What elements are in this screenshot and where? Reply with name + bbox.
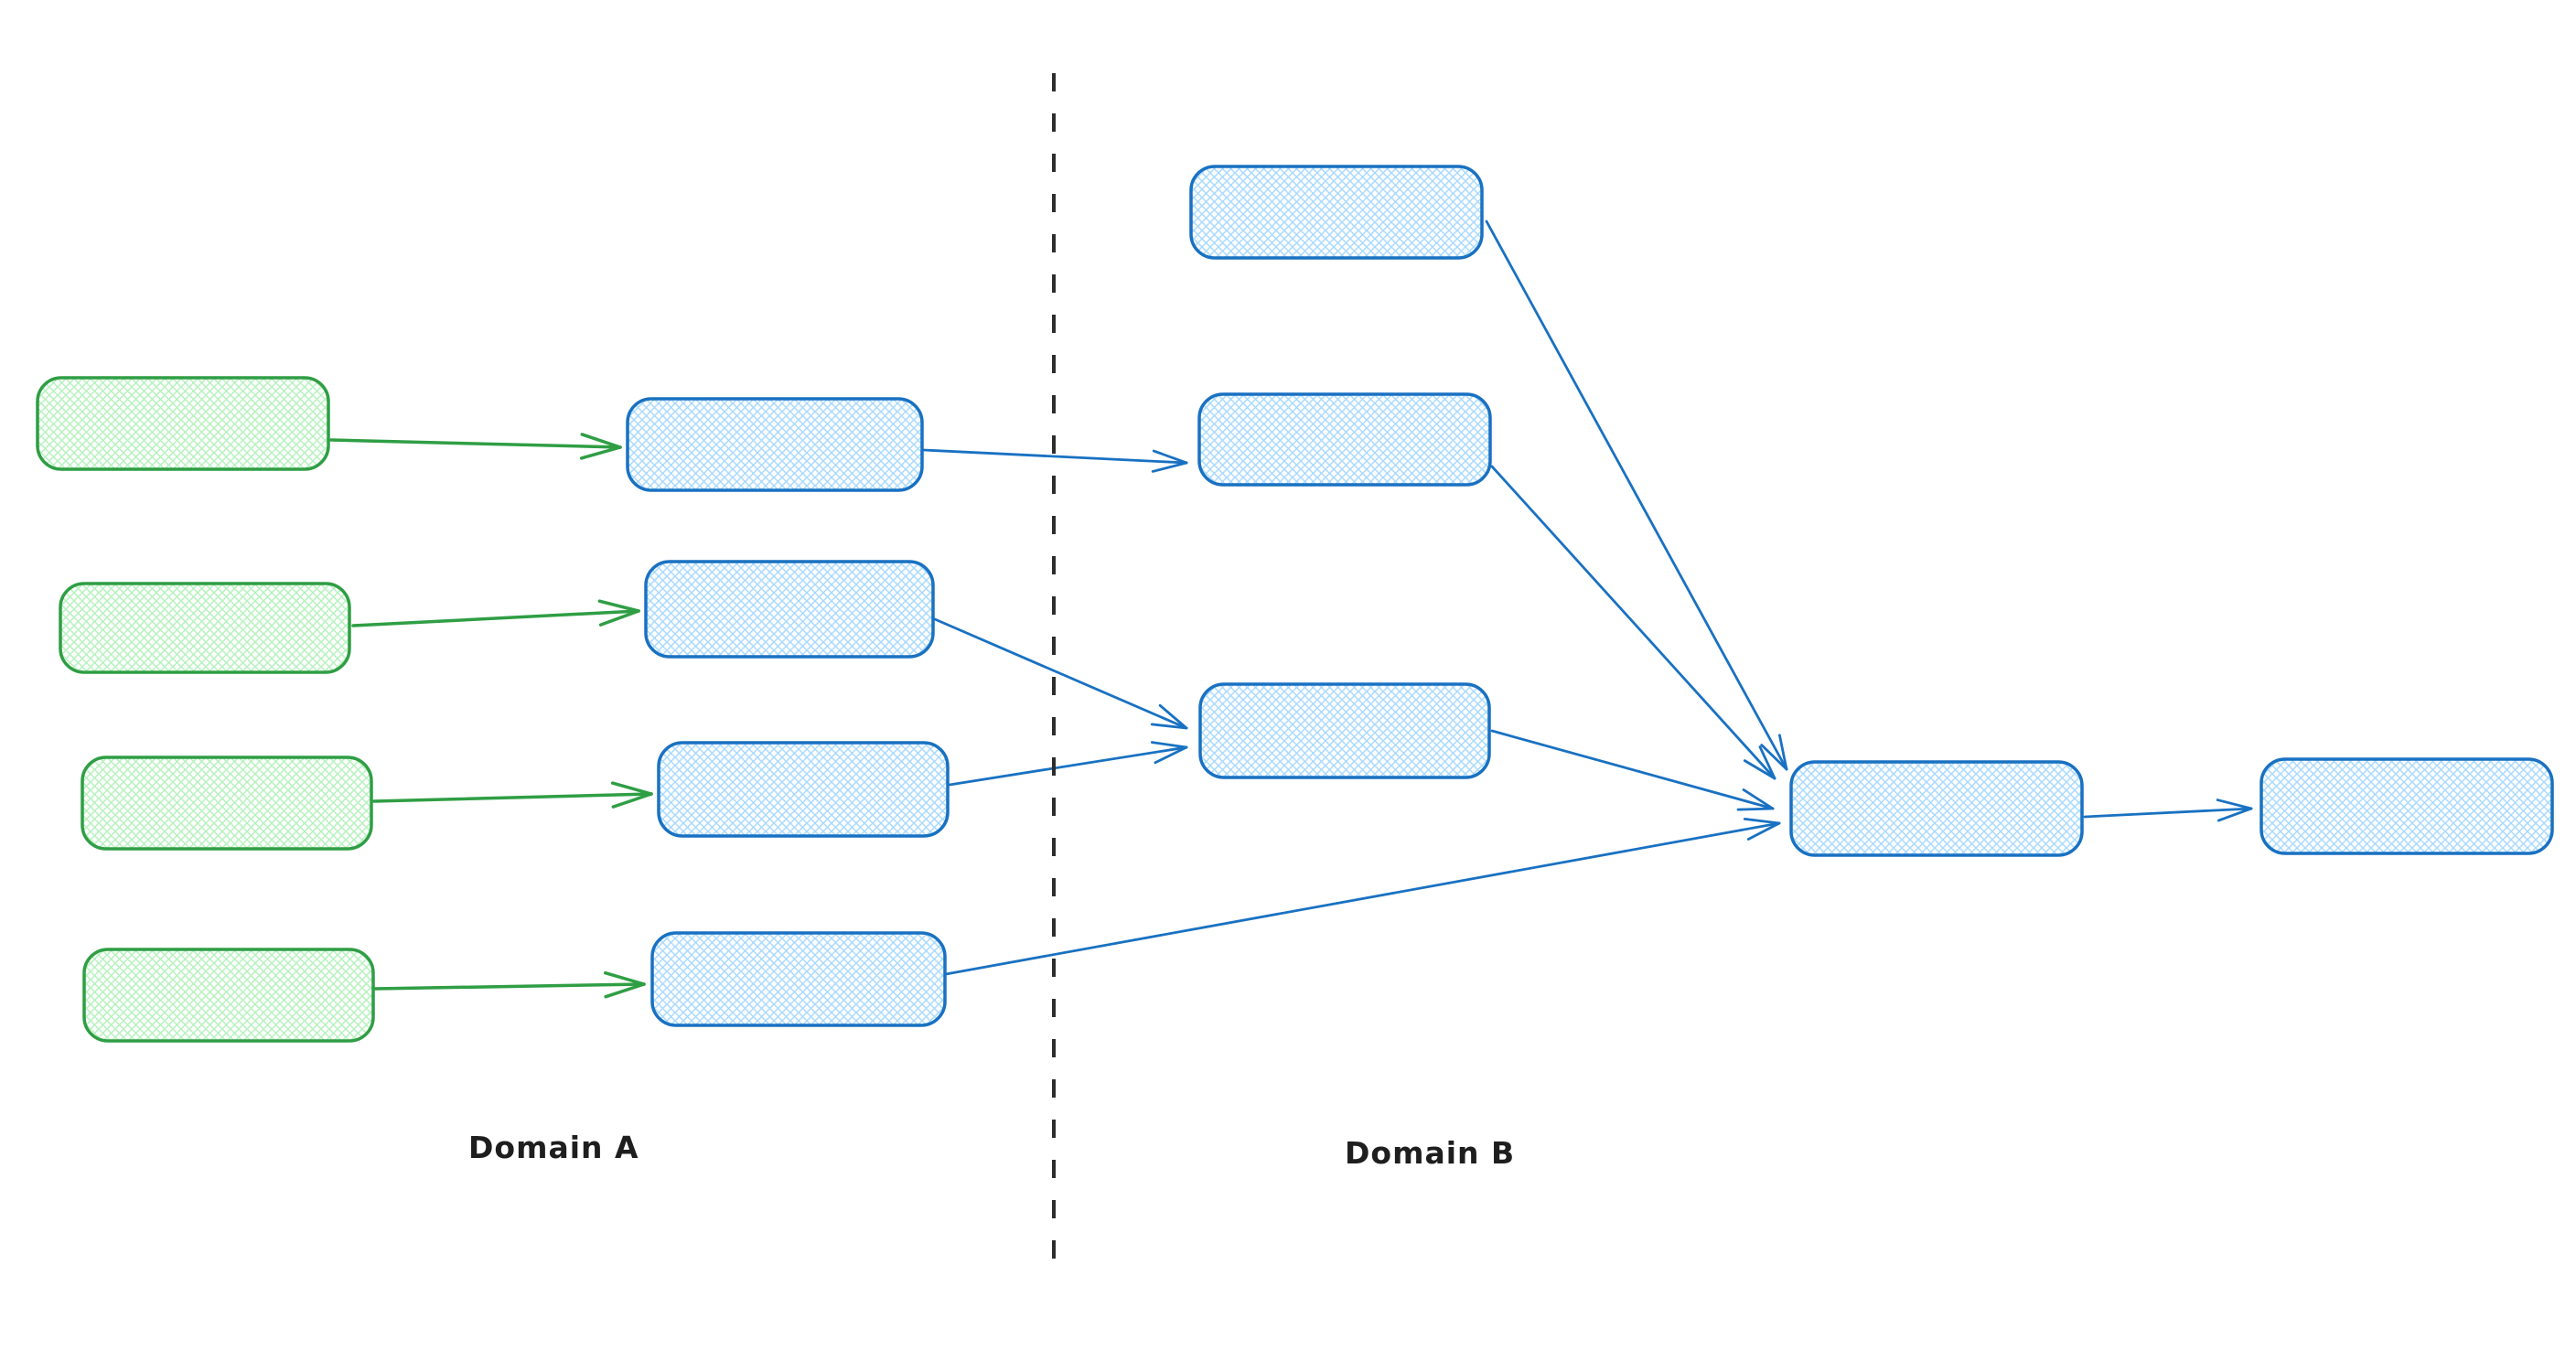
- edge-anode2-bnode3[interactable]: [933, 617, 1188, 730]
- arrowhead-icon: [1154, 745, 1188, 765]
- domain-a-node-3[interactable]: [657, 741, 950, 838]
- arrow-shaft: [948, 745, 1188, 787]
- arrow-shaft: [372, 982, 646, 991]
- domain-b-label[interactable]: Domain B: [1345, 1135, 1515, 1171]
- arrowhead-icon: [1743, 759, 1776, 780]
- domain-a-source-4[interactable]: [82, 948, 375, 1043]
- arrowhead-icon: [2216, 807, 2253, 822]
- arrowhead-icon: [598, 609, 640, 627]
- arrow-shaft: [1490, 729, 1775, 810]
- arrowhead-icon: [1778, 734, 1788, 771]
- domain-a-label[interactable]: Domain A: [468, 1130, 639, 1165]
- domain-a-node-4[interactable]: [650, 931, 947, 1027]
- domain-a-node-2[interactable]: [644, 560, 935, 659]
- edge-anode4-hub[interactable]: [944, 818, 1781, 976]
- arrowhead-icon: [580, 433, 622, 449]
- domain-b-node-3[interactable]: [1198, 682, 1491, 779]
- domain-a-node-1[interactable]: [626, 397, 924, 492]
- edge-bnode1-hub[interactable]: [1485, 220, 1788, 771]
- arrowhead-icon: [611, 792, 653, 809]
- arrowhead-icon: [1746, 821, 1781, 841]
- arrow-shaft: [2083, 807, 2253, 819]
- arrowhead-icon: [579, 445, 622, 460]
- arrow-shaft: [944, 821, 1781, 976]
- arrowhead-icon: [1151, 461, 1188, 473]
- arrowhead-icon: [1742, 788, 1775, 810]
- edge-bnode3-hub[interactable]: [1490, 729, 1775, 811]
- arrowhead-icon: [1758, 745, 1776, 780]
- arrowhead-icon: [1743, 818, 1781, 825]
- arrow-shaft: [1485, 220, 1788, 771]
- arrowhead-icon: [2216, 799, 2253, 810]
- edges-layer: [329, 220, 2253, 999]
- arrowhead-icon: [610, 781, 653, 796]
- arrow-shaft: [933, 617, 1188, 730]
- arrowhead-icon: [1152, 449, 1188, 465]
- arrowhead-icon: [1150, 741, 1188, 749]
- domain-b-node-1[interactable]: [1189, 165, 1484, 260]
- nodes-layer: [36, 165, 2554, 1043]
- arrowhead-icon: [597, 599, 640, 613]
- edge-anode3-bnode3[interactable]: [948, 741, 1188, 787]
- domain-b-output[interactable]: [2259, 757, 2554, 855]
- edge-hub-output[interactable]: [2083, 799, 2253, 822]
- edge-source2-node2[interactable]: [351, 599, 640, 627]
- arrowhead-icon: [604, 970, 646, 986]
- domain-a-source-3[interactable]: [80, 756, 373, 851]
- edge-source4-node4[interactable]: [372, 970, 646, 999]
- edge-source1-node1[interactable]: [329, 433, 622, 460]
- arrowhead-icon: [1150, 723, 1188, 730]
- arrowhead-icon: [604, 982, 646, 999]
- arrow-shaft: [329, 438, 622, 449]
- arrow-shaft: [372, 792, 653, 803]
- domain-b-node-2[interactable]: [1197, 392, 1492, 487]
- arrow-shaft: [1490, 465, 1776, 780]
- edge-source3-node3[interactable]: [372, 781, 653, 809]
- edge-anode1-bnode2[interactable]: [922, 448, 1188, 473]
- arrowhead-icon: [1158, 703, 1188, 730]
- domain-a-source-2[interactable]: [59, 582, 351, 674]
- domain-a-source-1[interactable]: [36, 376, 330, 471]
- arrow-shaft: [351, 609, 640, 627]
- edge-bnode2-hub[interactable]: [1490, 465, 1776, 780]
- arrowhead-icon: [1760, 744, 1788, 771]
- domain-b-hub[interactable]: [1789, 760, 2084, 857]
- arrow-shaft: [922, 448, 1188, 465]
